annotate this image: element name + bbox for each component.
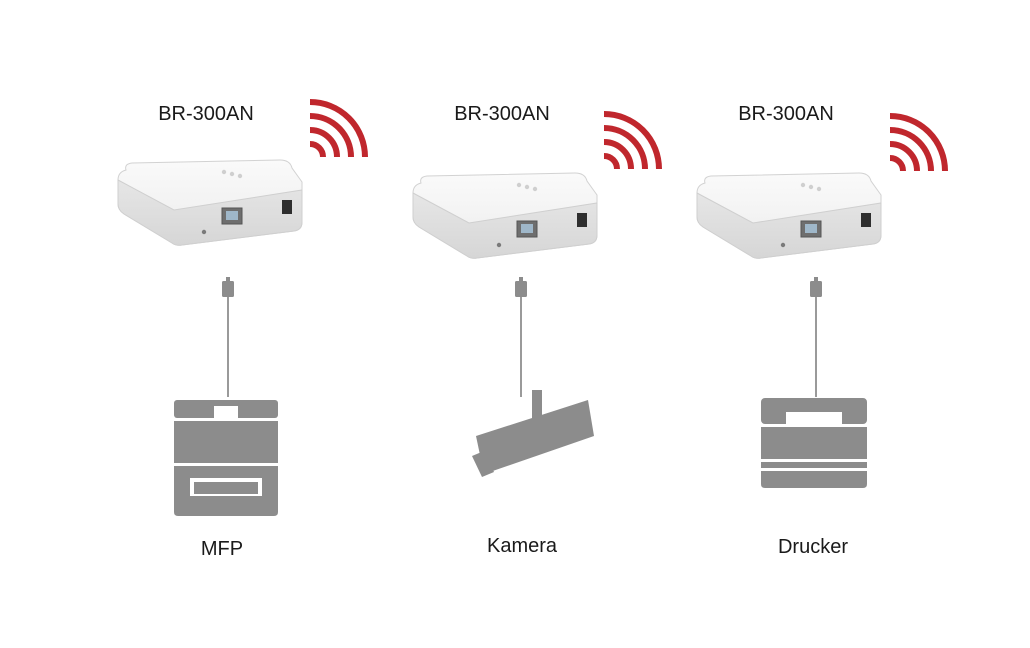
wifi-signal-icon bbox=[310, 102, 365, 157]
ethernet-cable-icon bbox=[515, 277, 527, 397]
ethernet-cable-icon bbox=[810, 277, 822, 397]
wireless-bridge-device bbox=[412, 172, 598, 259]
wireless-bridge-device bbox=[696, 172, 882, 259]
endpoint-label: Drucker bbox=[778, 536, 848, 558]
wifi-signal-icon bbox=[890, 116, 945, 171]
device-label: BR-300AN bbox=[454, 103, 550, 125]
camera-icon bbox=[472, 390, 594, 477]
endpoint-label: MFP bbox=[201, 538, 243, 560]
column-mfp: BR-300AN MFP bbox=[117, 102, 365, 560]
printer-icon bbox=[761, 398, 867, 488]
wifi-signal-icon bbox=[604, 114, 659, 169]
column-drucker: BR-300AN Drucker bbox=[696, 103, 945, 558]
endpoint-label: Kamera bbox=[487, 535, 558, 557]
device-label: BR-300AN bbox=[158, 103, 254, 125]
wireless-bridge-device bbox=[117, 159, 303, 246]
column-kamera: BR-300AN Kamera bbox=[412, 103, 659, 557]
mfp-icon bbox=[174, 400, 278, 516]
device-label: BR-300AN bbox=[738, 103, 834, 125]
ethernet-cable-icon bbox=[222, 277, 234, 397]
